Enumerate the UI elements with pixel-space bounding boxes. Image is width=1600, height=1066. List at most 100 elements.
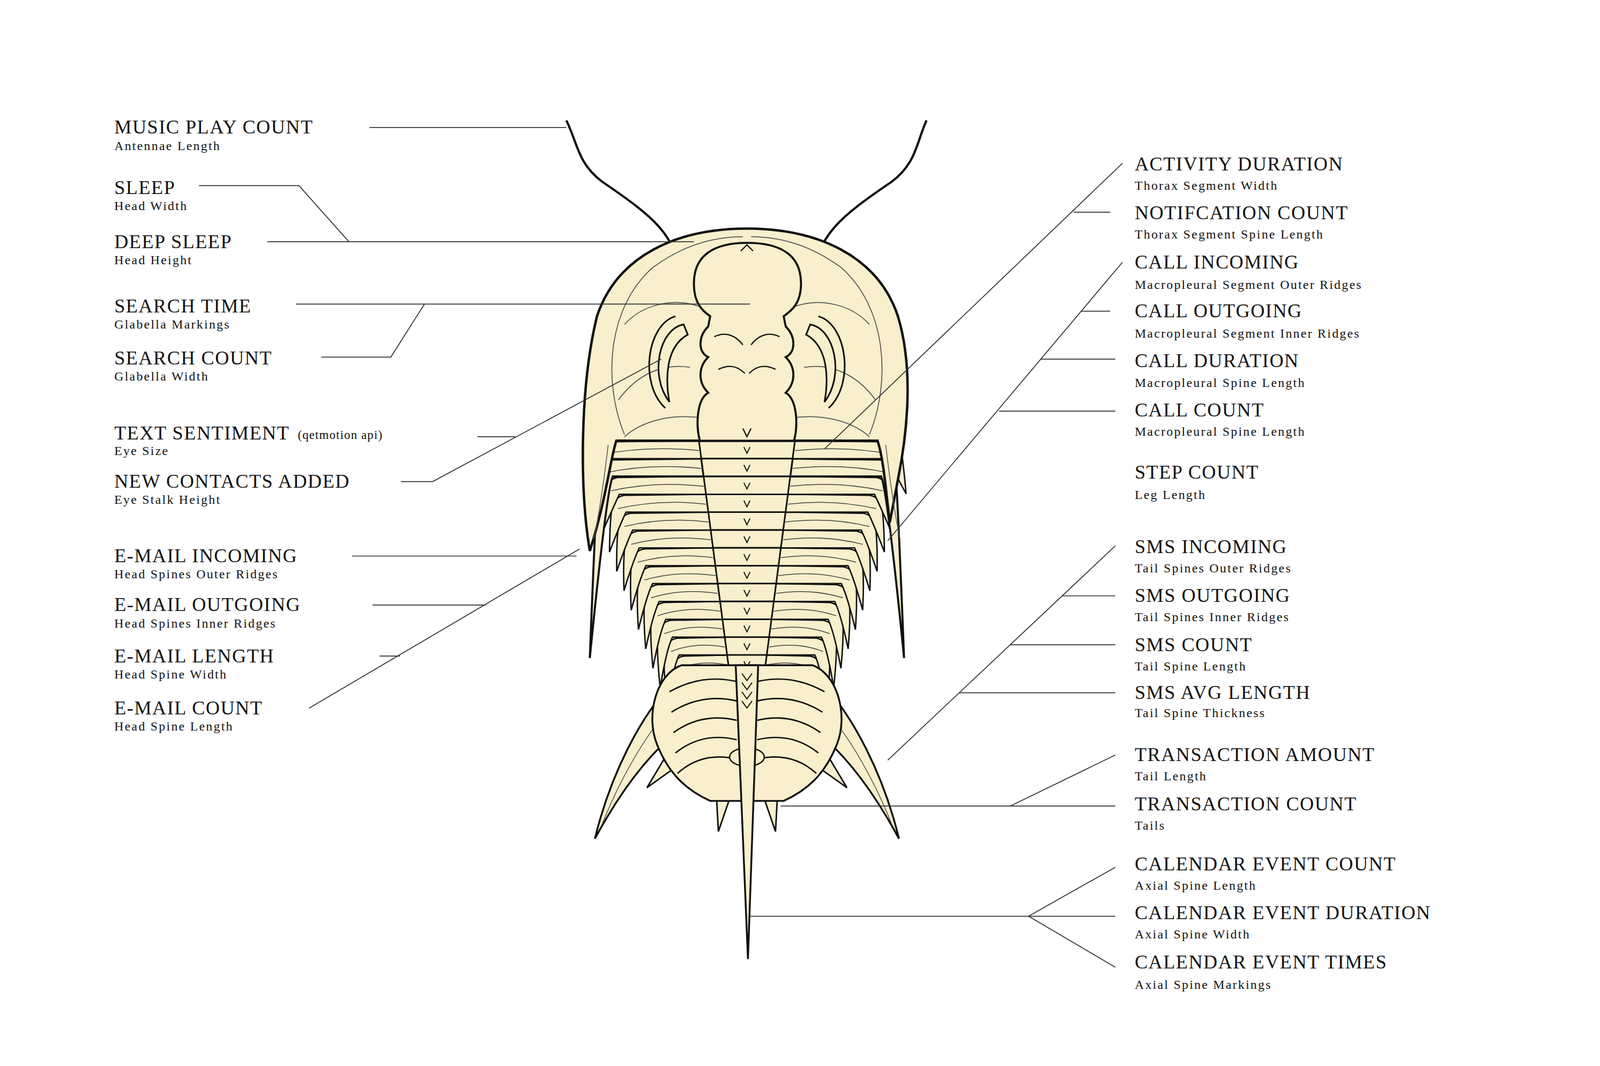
metric-label: CALL INCOMING [1134, 250, 1300, 274]
leader-line [369, 127, 567, 129]
part-label: Axial Spine Length [1134, 877, 1257, 894]
leader-line [1073, 211, 1111, 213]
axial-mark [743, 482, 750, 490]
metric-label: CALL OUTGOING [1134, 300, 1303, 323]
metric-label: SEARCH TIME [114, 294, 252, 318]
part-label: Tail Spine Thickness [1134, 704, 1267, 721]
leader-line [887, 545, 1116, 761]
part-label: Thorax Segment Spine Length [1134, 226, 1324, 243]
part-label: Head Spines Outer Ridges [114, 566, 279, 583]
axial-spine [735, 665, 759, 959]
metric-label: SMS AVG LENGTH [1134, 681, 1311, 705]
axial-ring [708, 512, 786, 531]
thorax-pleura [637, 566, 718, 630]
axial-mark [743, 518, 750, 525]
pleural-ridge [792, 466, 890, 474]
metric-label: E-MAIL OUTGOING [114, 593, 301, 617]
part-label: Antennae Length [114, 137, 221, 154]
axial-mark [743, 607, 750, 615]
part-label: Glabella Markings [114, 316, 231, 333]
head-shield [582, 228, 908, 552]
pygidium-ridge [757, 737, 819, 754]
metric-label: TRANSACTION COUNT [1134, 792, 1358, 816]
part-label: Head Spines Inner Ridges [114, 615, 277, 632]
thorax-pleura [783, 512, 877, 572]
leader-line [372, 604, 486, 606]
axial-spine-mark [741, 701, 753, 709]
leader-line [400, 359, 661, 482]
pleural-ridge [644, 573, 716, 580]
pygidium-ridge [757, 718, 821, 733]
pleural-ridge [618, 502, 706, 509]
pleural-ridge [774, 609, 837, 616]
axial-ring [719, 601, 774, 620]
metric-label: CALENDAR EVENT TIMES [1134, 950, 1388, 974]
metric-label: ACTIVITY DURATION [1134, 153, 1344, 176]
pleural-ridge [785, 519, 869, 527]
pleural-ridge [611, 484, 704, 491]
metric-label: E-MAIL LENGTH [114, 644, 275, 668]
eye-stalk [818, 316, 845, 408]
leader-line [824, 163, 1123, 450]
pleural-ridge [671, 645, 726, 652]
axial-ring [724, 637, 770, 656]
axial-ring [722, 619, 772, 638]
axial-ring [698, 440, 795, 459]
axial-spine-mark [741, 691, 753, 699]
axial-spine-mark [741, 682, 753, 690]
pleural-ridge [657, 609, 721, 616]
thorax-pleura [616, 512, 711, 572]
thorax-pleura [650, 601, 723, 669]
part-label: Eye Stalk Height [114, 492, 221, 509]
metric-label: CALENDAR EVENT DURATION [1134, 902, 1432, 925]
leader-line [352, 555, 577, 557]
part-label: Axial Spine Markings [1134, 976, 1272, 993]
glabella-marking [714, 244, 780, 437]
axial-mark [743, 500, 750, 508]
part-label: Tail Length [1134, 768, 1208, 785]
metric-label: TEXT SENTIMENT [114, 422, 290, 445]
leader-line [1010, 644, 1116, 646]
leader-line [321, 303, 425, 357]
leader-line [1062, 595, 1116, 597]
leader-line [1028, 867, 1116, 917]
pygidium-ridge [669, 679, 738, 692]
metric-label: SEARCH COUNT [114, 346, 273, 370]
thorax-pleura [776, 566, 857, 630]
leader-line [887, 262, 1123, 541]
metric-label: SMS INCOMING [1134, 535, 1288, 558]
pygidium-ridge [677, 756, 737, 774]
part-label: Glabella Width [114, 368, 210, 385]
metric-label: SMS COUNT [1134, 633, 1253, 657]
cephalon [582, 228, 908, 552]
part-label: Eye Size [114, 442, 169, 459]
axial-mark [743, 590, 750, 597]
metric-label: CALL COUNT [1134, 398, 1265, 422]
thorax-pleura [780, 530, 871, 591]
axial-mark [743, 464, 750, 472]
thorax-pleura [771, 601, 844, 669]
leader-line [477, 436, 516, 438]
eye-stalk [649, 316, 676, 408]
leader-line [1010, 755, 1116, 807]
metric-label: NOTIFCATION COUNT [1134, 202, 1349, 225]
metric-label: SMS OUTGOING [1134, 584, 1291, 608]
part-label: Tails [1134, 817, 1166, 834]
axial-ring [717, 583, 777, 602]
part-label: Axial Spine Width [1134, 926, 1251, 943]
part-label: Head Spine Length [114, 718, 234, 735]
pleural-ridge [624, 519, 709, 527]
part-label: Tail Spines Outer Ridges [1134, 560, 1292, 577]
axial-ring [710, 530, 784, 548]
part-label: Head Spine Width [114, 666, 228, 683]
leader-line [295, 303, 750, 305]
metric-label: TRANSACTION AMOUNT [1134, 743, 1375, 767]
axial-ring [703, 476, 791, 495]
part-label: Macropleural Segment Inner Ridges [1134, 325, 1361, 342]
pygidium-ridge [671, 698, 738, 712]
part-label: Tail Spine Length [1134, 658, 1247, 675]
pleural-ridge [637, 555, 713, 563]
pygidium-ridge [673, 718, 737, 733]
glabella [694, 242, 802, 441]
